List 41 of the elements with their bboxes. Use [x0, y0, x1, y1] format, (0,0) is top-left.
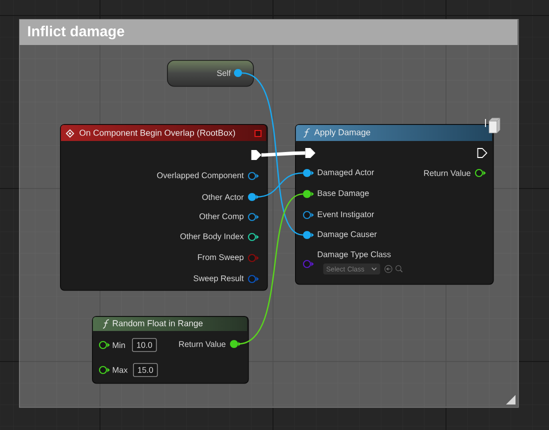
- pin-label: Other Comp: [200, 213, 244, 221]
- pin-label: Event Instigator: [318, 211, 374, 219]
- pin-circle: [248, 172, 259, 180]
- exec-pin: [305, 148, 316, 158]
- pin-circle: [302, 190, 314, 198]
- exec-pin: [477, 148, 488, 158]
- pin-label: Other Body Index: [180, 233, 244, 241]
- pin-circle: [302, 260, 314, 268]
- pin-circle: [230, 340, 241, 348]
- input-field: 10.0: [132, 338, 157, 352]
- wire: [261, 151, 306, 157]
- pin-label: Sweep Result: [194, 275, 244, 283]
- exec-pin: [251, 150, 262, 160]
- pin-circle: [248, 192, 259, 202]
- pin-label: Base Damage: [318, 190, 369, 198]
- pin-circle: [248, 212, 259, 222]
- pin-circle: [474, 168, 486, 178]
- pin-circle: [98, 366, 110, 374]
- pin-label: Damage Type Class: [318, 251, 391, 259]
- pin-circle: [302, 168, 314, 178]
- pill-node: Self: [167, 60, 254, 87]
- pin-circle: [302, 230, 314, 240]
- pin-label: Other Actor: [202, 194, 244, 200]
- pin-label: Min: [112, 342, 125, 348]
- pin-circle: [234, 68, 242, 78]
- wire: [256, 172, 303, 198]
- pin-circle: [248, 232, 259, 242]
- pin-circle: [248, 254, 259, 262]
- pin-label: Return Value: [179, 340, 226, 347]
- pin-label: Damaged Actor: [318, 169, 374, 177]
- input-field: 15.0: [133, 363, 158, 377]
- pin-label: Return Value: [424, 170, 470, 176]
- wire: [242, 72, 304, 236]
- pin-label: From Sweep: [198, 254, 244, 262]
- pin-circle: [302, 210, 314, 220]
- pin-circle: [98, 340, 110, 350]
- pin-label: Damage Causer: [318, 231, 377, 239]
- pin-circle: [248, 274, 259, 284]
- pin-label: Overlapped Component: [157, 172, 244, 180]
- pin-label: Max: [112, 367, 128, 373]
- wire: [238, 193, 304, 345]
